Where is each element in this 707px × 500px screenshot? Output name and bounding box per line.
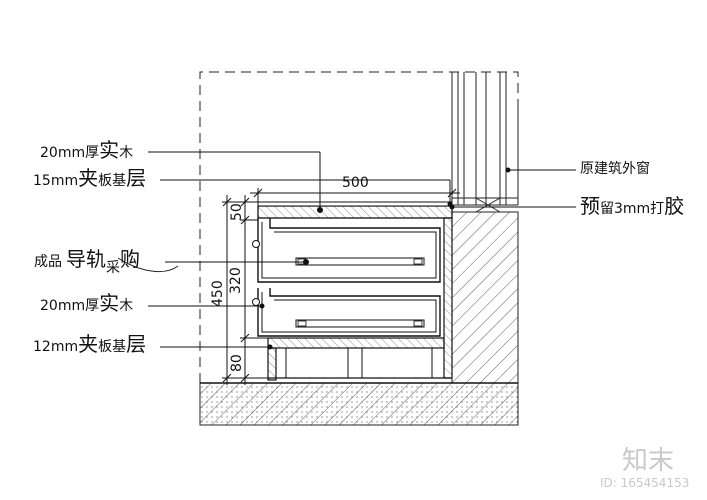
dim-width-label: 500: [342, 175, 369, 191]
dimension-width: [250, 188, 460, 202]
label-drawer-rail: 成品导轨采购: [34, 247, 140, 276]
top-board: [257, 205, 453, 219]
label-plywood-bottom: 12mm夹板基层: [33, 332, 147, 356]
dashed-outline: [199, 71, 519, 383]
label-exterior-window: 原建筑外窗: [580, 161, 650, 177]
dim-total-label: 450: [210, 280, 226, 307]
side-panel: [443, 217, 453, 379]
label-plywood-top: 15mm夹板基层: [33, 166, 147, 190]
dimension-vertical: [222, 195, 268, 385]
dim-drawer-label: 320: [228, 267, 244, 294]
label-sealant-gap: 预留3mm打胶: [580, 194, 685, 218]
label-solid-wood-top: 20mm厚实木: [40, 138, 134, 162]
drawer-1: [252, 218, 441, 283]
dim-bottom-label: 80: [229, 354, 245, 372]
watermark-id: ID: 165454153: [600, 476, 690, 490]
leader-lines: [148, 151, 453, 350]
dim-top-label: 50: [229, 203, 245, 221]
label-solid-wood-mid: 20mm厚实木: [40, 291, 134, 315]
window-frame: [451, 72, 519, 213]
bottom-board: [267, 337, 445, 349]
drawer-2: [252, 288, 441, 337]
wall-hatch: [451, 211, 519, 384]
watermark-logo: 知末: [622, 446, 675, 476]
scribble-mark: [117, 257, 179, 272]
